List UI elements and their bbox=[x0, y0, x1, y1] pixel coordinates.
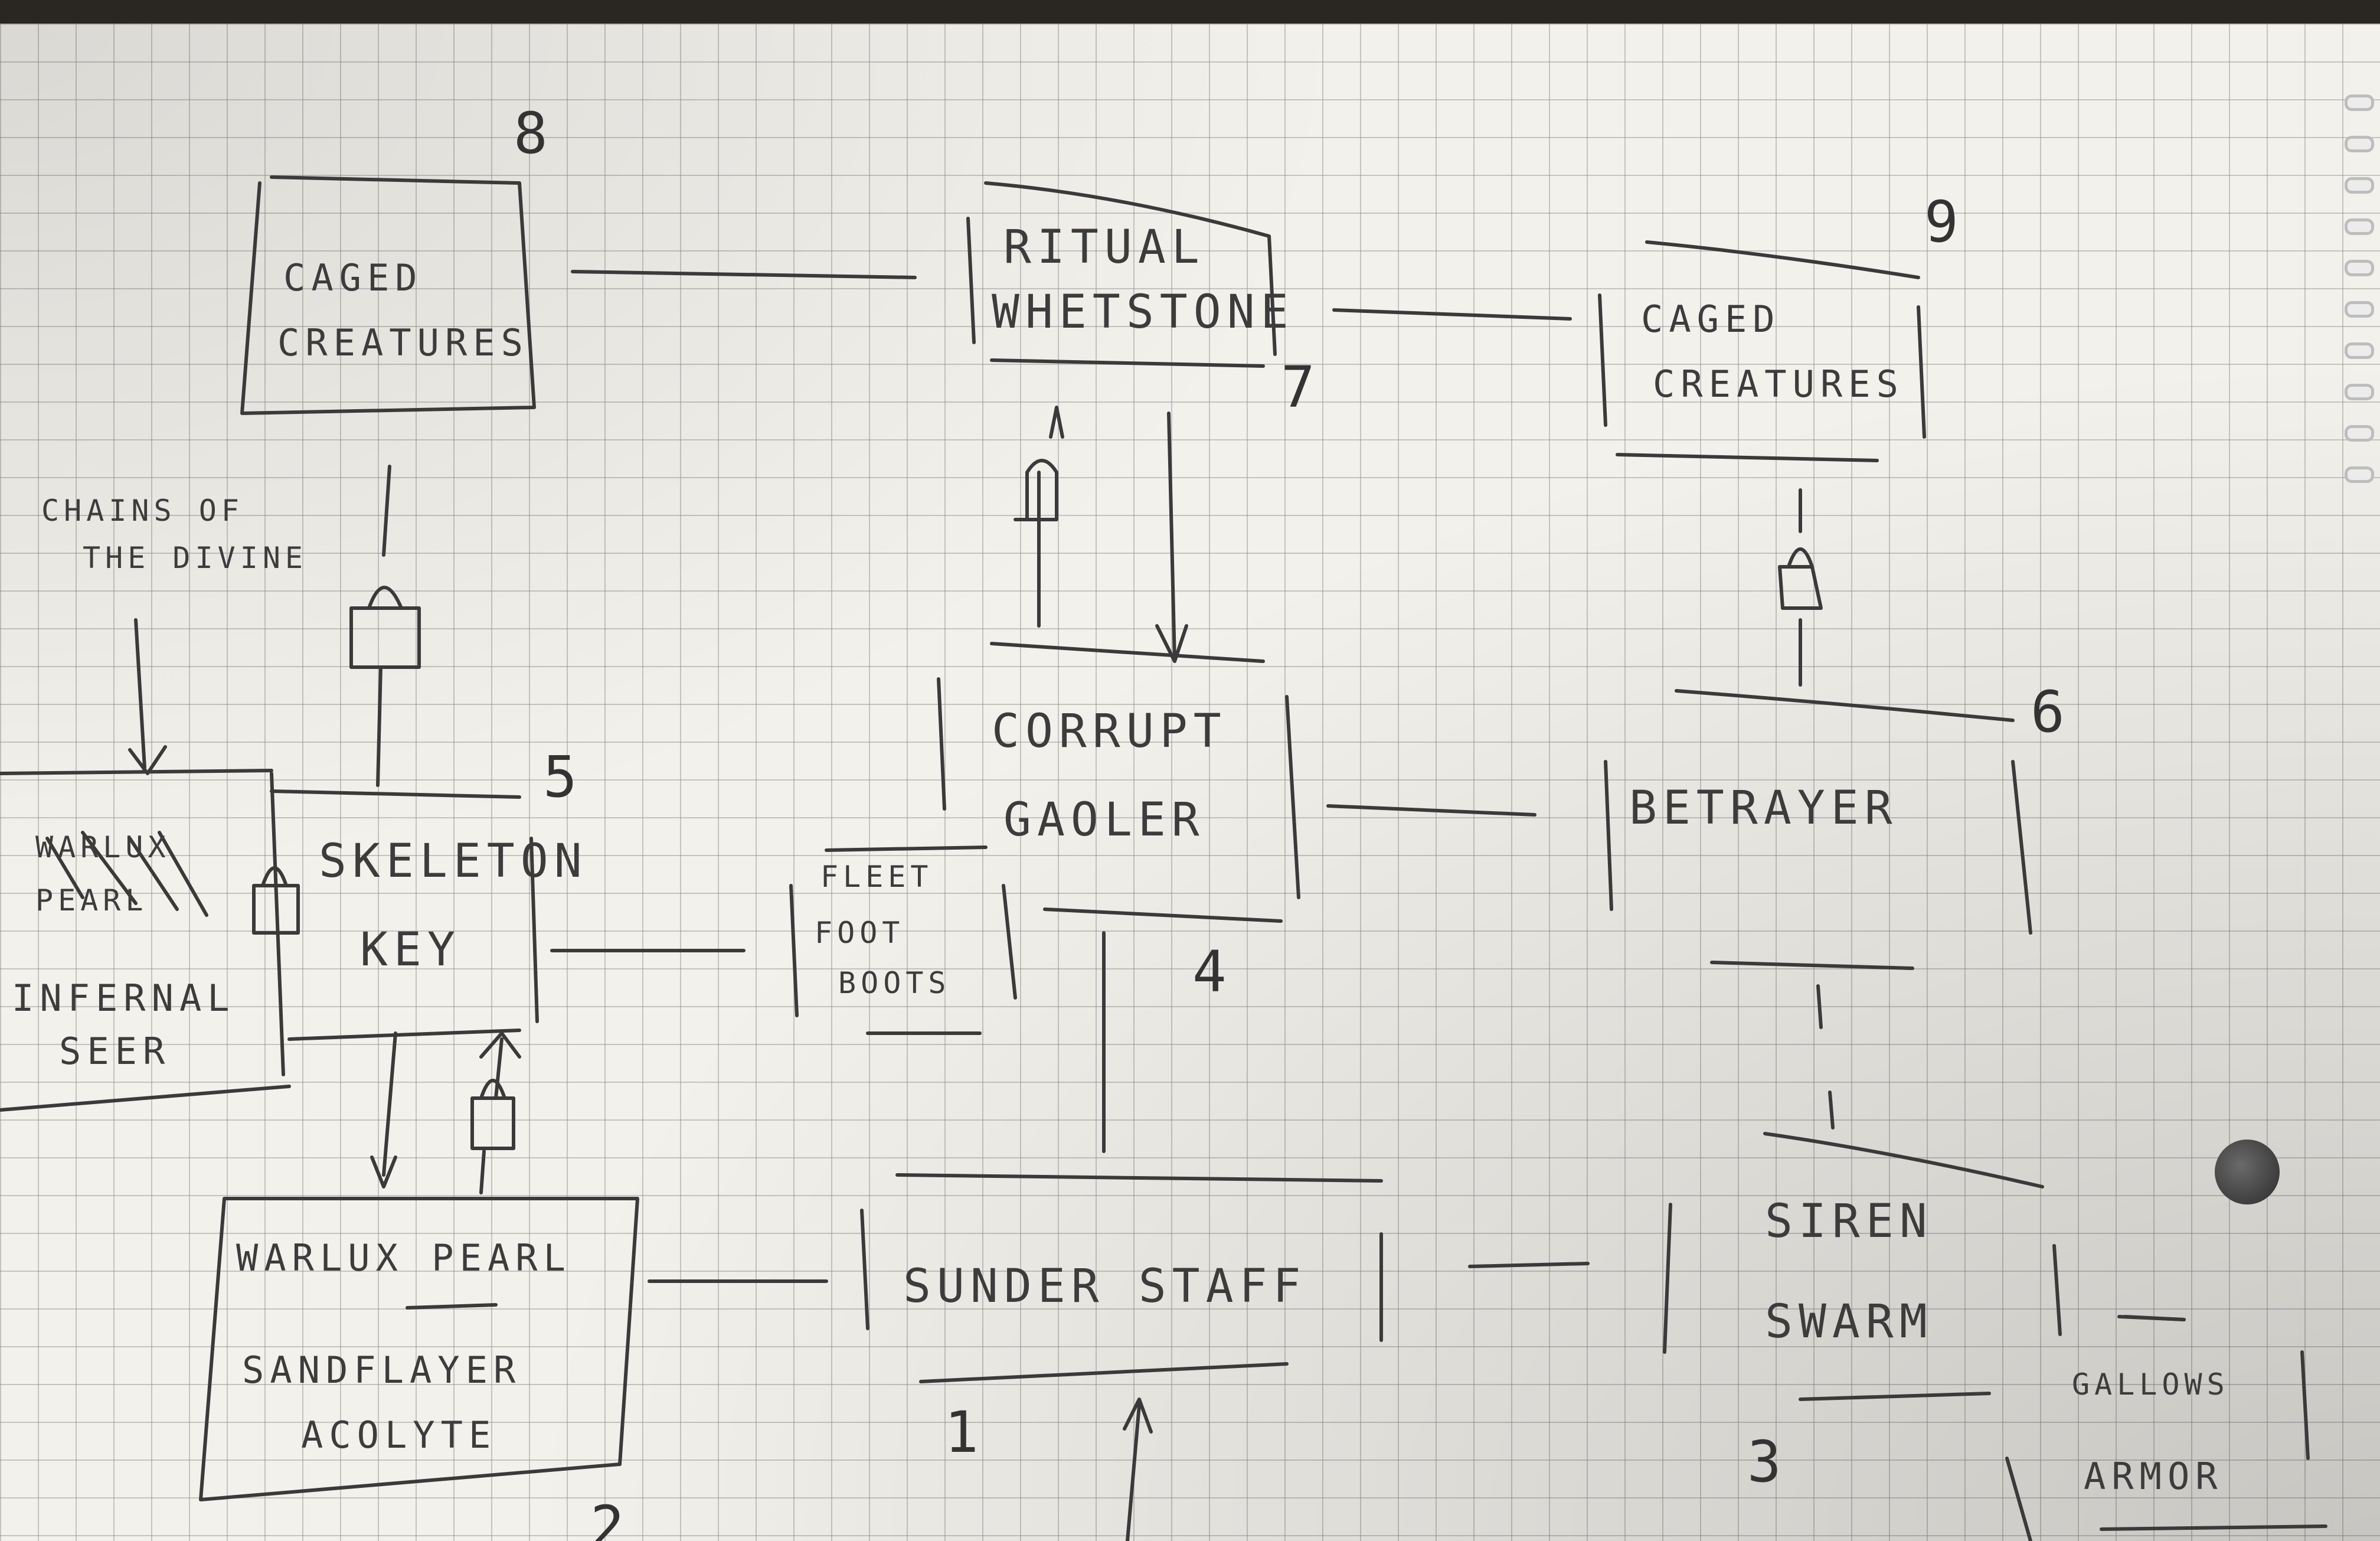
room-box bbox=[199, 1197, 639, 1501]
node-label: BETRAYER bbox=[1629, 782, 1898, 835]
node-label: CREATURES bbox=[1653, 363, 1904, 406]
node-label: KEY bbox=[360, 923, 461, 977]
node-label: CREATURES bbox=[277, 321, 529, 364]
node-label: INFERNAL bbox=[12, 977, 236, 1020]
spiral-ring bbox=[2345, 260, 2374, 276]
padlock-icon bbox=[1014, 459, 1058, 521]
graph-paper bbox=[0, 24, 2380, 1541]
room-box bbox=[270, 789, 539, 1041]
node-number: 5 bbox=[543, 744, 577, 810]
spiral-ring bbox=[2345, 218, 2374, 235]
node-label: SEER bbox=[59, 1030, 171, 1073]
punch-hole bbox=[2215, 1140, 2280, 1204]
node-label: ACOLYTE bbox=[301, 1413, 497, 1457]
room-box bbox=[1663, 1132, 2062, 1401]
spiral-ring bbox=[2345, 177, 2374, 194]
room-box bbox=[1598, 240, 1926, 462]
node-number: 8 bbox=[514, 100, 548, 166]
node-label: GALLOWS bbox=[2072, 1367, 2229, 1402]
spiral-ring bbox=[2345, 425, 2374, 442]
connector-lines bbox=[128, 406, 1835, 1541]
padlock-icon bbox=[252, 866, 300, 935]
room-box bbox=[937, 642, 1300, 923]
node-number: 7 bbox=[1281, 354, 1315, 420]
node-label: SIREN bbox=[1765, 1195, 1933, 1248]
spiral-ring bbox=[2345, 384, 2374, 400]
room-box bbox=[1604, 689, 2032, 970]
spiral-ring bbox=[2345, 301, 2374, 318]
spiral-ring bbox=[2345, 136, 2374, 152]
annotation-label: THE DIVINE bbox=[83, 541, 308, 575]
node-label: BOOTS bbox=[838, 966, 951, 1000]
spiral-ring bbox=[2345, 342, 2374, 359]
room-box bbox=[789, 845, 1017, 1035]
node-label: SWARM bbox=[1765, 1295, 1933, 1349]
node-label: WHETSTONE bbox=[992, 286, 1294, 339]
room-box bbox=[2005, 1315, 2327, 1541]
node-label: FOOT bbox=[815, 916, 905, 950]
node-label: CORRUPT bbox=[992, 705, 1227, 758]
node-label: FLEET bbox=[820, 860, 933, 894]
padlock-icon bbox=[470, 1079, 515, 1150]
node-label: GAOLER bbox=[1003, 794, 1205, 847]
node-label: SUNDER STAFF bbox=[903, 1260, 1307, 1313]
connector-lines bbox=[550, 270, 2186, 1321]
node-number: 2 bbox=[590, 1494, 625, 1541]
room-box bbox=[966, 181, 1277, 368]
node-label: CAGED bbox=[1641, 298, 1781, 341]
node-number: 9 bbox=[1924, 189, 1959, 255]
spiral-ring bbox=[2345, 94, 2374, 111]
node-label: ARMOR bbox=[2084, 1455, 2224, 1498]
node-label: PEARL bbox=[35, 883, 148, 918]
spiral-ring bbox=[2345, 466, 2374, 483]
node-label: RITUAL bbox=[1003, 221, 1205, 274]
node-number: 6 bbox=[2031, 679, 2065, 745]
annotation-label: CHAINS OF bbox=[41, 494, 244, 528]
node-label: SKELETON bbox=[319, 835, 588, 888]
node-label: WARLUX bbox=[35, 830, 171, 864]
node-label: SANDFLAYER bbox=[242, 1349, 522, 1392]
room-box bbox=[860, 1173, 1383, 1383]
node-number: 4 bbox=[1192, 939, 1227, 1005]
node-number: 1 bbox=[944, 1399, 979, 1465]
room-box bbox=[0, 769, 291, 1112]
padlock-icon bbox=[349, 586, 421, 669]
node-number: 3 bbox=[1747, 1429, 1781, 1495]
room-box bbox=[240, 175, 536, 415]
padlock-icon bbox=[1778, 547, 1823, 610]
node-label: WARLUX PEARL bbox=[236, 1236, 571, 1279]
node-label: CAGED bbox=[283, 256, 423, 299]
